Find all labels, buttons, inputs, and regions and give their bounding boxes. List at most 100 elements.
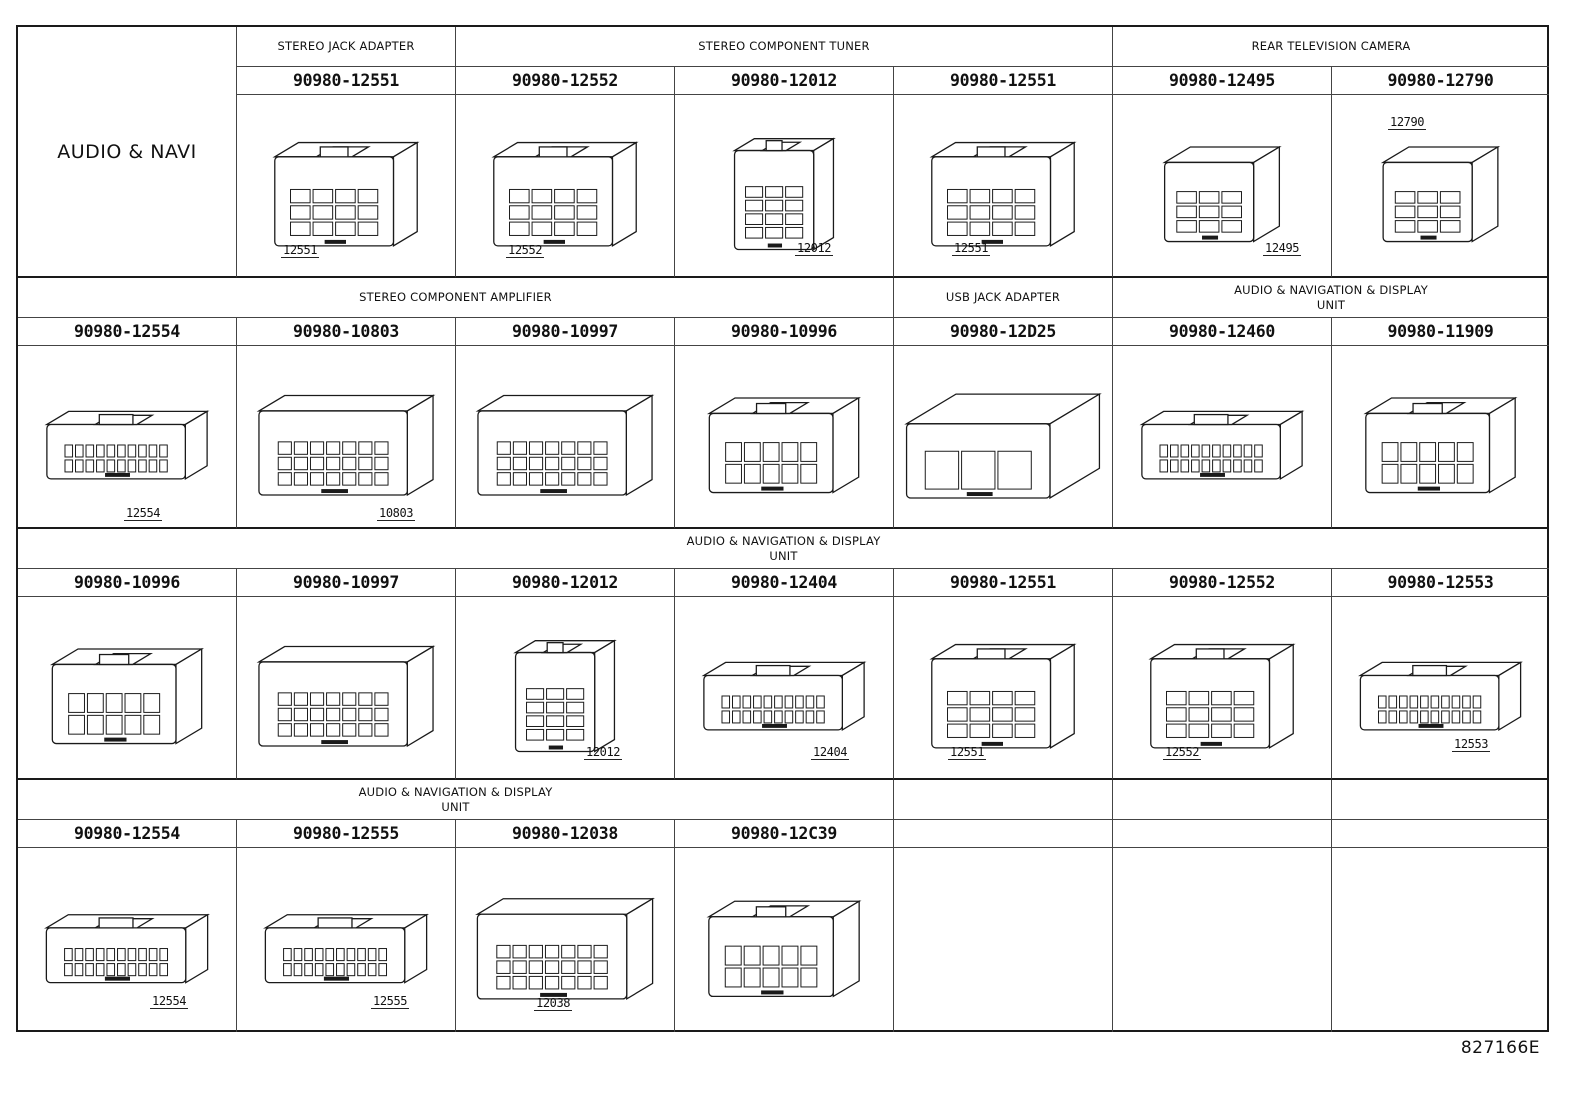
connector-image: 12551 — [894, 95, 1113, 278]
connector-drawing-icon — [1139, 410, 1305, 481]
connector-image — [1113, 346, 1332, 529]
part-number: 90980-12012 — [675, 67, 894, 95]
header-audio-nav-display-unit: AUDIO & NAVIGATION & DISPLAY UNIT — [1113, 278, 1549, 318]
connector-image — [675, 848, 894, 1032]
connector-drawing-icon — [272, 141, 420, 247]
part-number: 90980-12790 — [1332, 67, 1549, 95]
part-number: 90980-12551 — [894, 569, 1113, 597]
connector-image — [456, 346, 675, 529]
part-number: 90980-12D25 — [894, 318, 1113, 346]
callout-label: 12012 — [795, 241, 834, 256]
connector-image: 12551 — [894, 597, 1113, 780]
empty-part-number — [1113, 820, 1332, 848]
part-number: 90980-12551 — [894, 67, 1113, 95]
connector-drawing-icon — [1148, 643, 1296, 749]
header-stereo-jack-adapter: STEREO JACK ADAPTER — [237, 27, 456, 67]
part-number: 90980-12495 — [1113, 67, 1332, 95]
empty-image-cell — [894, 848, 1113, 1032]
connector-chart: AUDIO & NAVI STEREO JACK ADAPTER STEREO … — [16, 25, 1549, 1032]
connector-image: 12553 — [1332, 597, 1549, 780]
part-number: 90980-10996 — [18, 569, 237, 597]
part-number: 90980-10803 — [237, 318, 456, 346]
connector-image — [894, 346, 1113, 529]
part-number: 90980-10996 — [675, 318, 894, 346]
section-title: AUDIO & NAVI — [18, 27, 237, 278]
empty-part-number — [1332, 820, 1549, 848]
part-number: 90980-12552 — [456, 67, 675, 95]
empty-header — [894, 780, 1113, 820]
connector-drawing-icon — [50, 647, 204, 745]
part-number: 90980-12C39 — [675, 820, 894, 848]
connector-drawing-icon — [929, 643, 1077, 749]
connector-drawing-icon — [44, 410, 210, 481]
part-number: 90980-12012 — [456, 569, 675, 597]
connector-drawing-icon — [256, 394, 436, 497]
connector-image: 12038 — [456, 848, 675, 1032]
connector-drawing-icon — [701, 661, 867, 732]
callout-label: 12404 — [811, 745, 850, 760]
callout-label: 12012 — [584, 745, 623, 760]
connector-image: 12554 — [18, 848, 237, 1032]
empty-header — [1113, 780, 1332, 820]
connector-drawing-icon — [263, 913, 429, 984]
callout-label: 12553 — [1452, 737, 1491, 752]
header-usb-jack-adapter: USB JACK ADAPTER — [894, 278, 1113, 318]
part-number: 90980-12038 — [456, 820, 675, 848]
connector-drawing-icon — [475, 394, 655, 497]
header-stereo-component-tuner: STEREO COMPONENT TUNER — [456, 27, 1113, 67]
callout-label: 12551 — [281, 243, 320, 258]
callout-label: 12555 — [371, 994, 410, 1009]
connector-image: 12552 — [456, 95, 675, 278]
part-number: 90980-10997 — [237, 569, 456, 597]
callout-label: 10803 — [377, 506, 416, 521]
connector-image — [675, 346, 894, 529]
part-number: 90980-12552 — [1113, 569, 1332, 597]
callout-label: 12554 — [124, 506, 163, 521]
connector-drawing-icon — [475, 897, 655, 1001]
callout-label: 12551 — [948, 745, 987, 760]
part-number: 90980-12554 — [18, 820, 237, 848]
header-stereo-component-amplifier: STEREO COMPONENT AMPLIFIER — [18, 278, 894, 318]
empty-image-cell — [1332, 848, 1549, 1032]
connector-drawing-icon — [904, 392, 1102, 500]
connector-image — [18, 597, 237, 780]
connector-image: 12551 — [237, 95, 456, 278]
callout-label: 12552 — [1163, 745, 1202, 760]
part-number: 90980-12551 — [237, 67, 456, 95]
connector-drawing-icon — [707, 396, 861, 494]
callout-label: 12554 — [150, 994, 189, 1009]
part-number: 90980-12553 — [1332, 569, 1549, 597]
connector-image: 12790 — [1332, 95, 1549, 278]
connector-image: 10803 — [237, 346, 456, 529]
connector-image: 12012 — [675, 95, 894, 278]
header-audio-nav-display-unit: AUDIO & NAVIGATION & DISPLAY UNIT — [18, 529, 1549, 569]
callout-label: 12790 — [1388, 115, 1427, 130]
connector-drawing-icon — [929, 141, 1077, 247]
connector-drawing-icon — [1358, 661, 1523, 732]
connector-image — [237, 597, 456, 780]
part-number: 90980-12554 — [18, 318, 237, 346]
connector-drawing-icon — [732, 137, 836, 251]
empty-image-cell — [1113, 848, 1332, 1032]
part-number: 90980-12555 — [237, 820, 456, 848]
header-rear-television-camera: REAR TELEVISION CAMERA — [1113, 27, 1549, 67]
connector-image: 12495 — [1113, 95, 1332, 278]
connector-image — [1332, 346, 1549, 529]
connector-drawing-icon — [706, 900, 862, 998]
part-number: 90980-11909 — [1332, 318, 1549, 346]
header-audio-nav-display-unit: AUDIO & NAVIGATION & DISPLAY UNIT — [18, 780, 894, 820]
connector-image: 12404 — [675, 597, 894, 780]
connector-drawing-icon — [513, 639, 617, 753]
connector-drawing-icon — [1380, 145, 1501, 243]
connector-drawing-icon — [1363, 396, 1518, 494]
callout-label: 12552 — [506, 243, 545, 258]
connector-image: 12012 — [456, 597, 675, 780]
callout-label: 12551 — [952, 241, 991, 256]
callout-label: 12038 — [534, 996, 573, 1011]
connector-drawing-icon — [256, 645, 436, 748]
empty-part-number — [894, 820, 1113, 848]
part-number: 90980-10997 — [456, 318, 675, 346]
connector-image: 12555 — [237, 848, 456, 1032]
connector-drawing-icon — [1162, 145, 1282, 243]
part-number: 90980-12404 — [675, 569, 894, 597]
